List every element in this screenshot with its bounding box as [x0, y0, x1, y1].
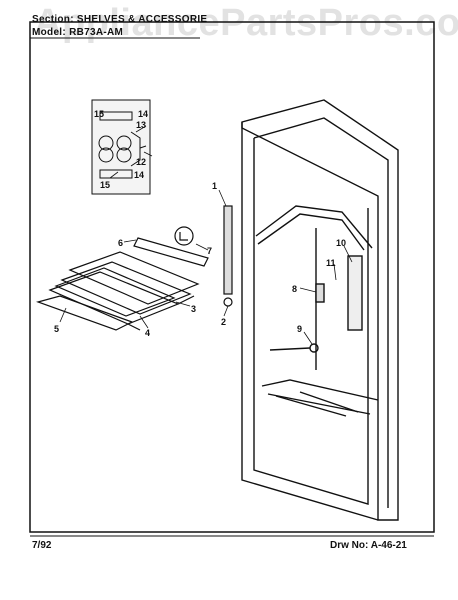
vertical-shelf-rail: [223, 205, 233, 307]
callout-3: 3: [191, 304, 196, 314]
revision-date: 7/92: [32, 540, 52, 551]
diagram-border: [29, 21, 435, 533]
callout-14-bottom: 14: [134, 170, 144, 180]
callout-7: 7: [207, 246, 212, 256]
watermark: AppliancePartsPros.com: [34, 2, 458, 44]
drawing-number: Drw No: A-46-21: [330, 540, 407, 551]
shelf-assembly: [36, 237, 209, 331]
callout-9: 9: [297, 324, 302, 334]
callout-14-top: 14: [138, 109, 148, 119]
shelf-support-part: [174, 226, 194, 246]
callout-4: 4: [145, 328, 150, 338]
refrigerator-cabinet: [241, 99, 399, 521]
section-title: Section: SHELVES & ACCESSORIE: [32, 14, 208, 25]
callout-2: 2: [221, 317, 226, 327]
callout-15-bottom: 15: [100, 180, 110, 190]
callout-1: 1: [212, 181, 217, 191]
callout-13: 13: [136, 120, 146, 130]
callout-labels: 1 2 3 4 5 6 7 8 9 10 11 12 13 14 14 15 1…: [54, 109, 346, 338]
clip-inset: [91, 99, 151, 195]
callout-5: 5: [54, 324, 59, 334]
model-label: Model: RB73A-AM: [32, 27, 124, 38]
callout-11: 11: [326, 258, 336, 268]
callout-12: 12: [136, 157, 146, 167]
callout-15-top: 15: [94, 109, 104, 119]
callout-8: 8: [292, 284, 297, 294]
leader-lines: [59, 125, 353, 345]
callout-6: 6: [118, 238, 123, 248]
callout-10: 10: [336, 238, 346, 248]
